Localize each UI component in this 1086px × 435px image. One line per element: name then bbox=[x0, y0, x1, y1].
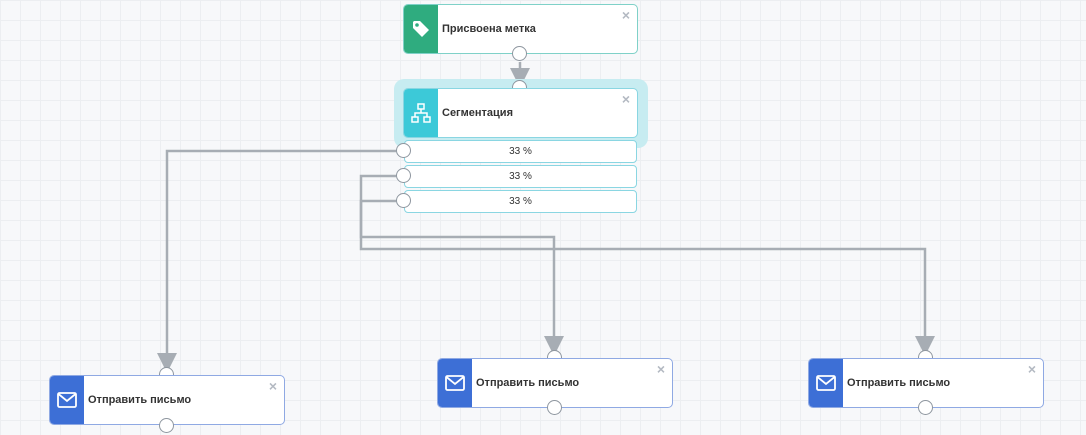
mail-3-output-port[interactable] bbox=[918, 400, 933, 415]
close-icon[interactable]: × bbox=[621, 91, 630, 107]
envelope-icon-box bbox=[50, 376, 84, 424]
send-email-node[interactable]: Отправить письмо × bbox=[808, 358, 1044, 408]
send-email-node[interactable]: Отправить письмо × bbox=[437, 358, 673, 408]
node-title: Присвоена метка bbox=[442, 23, 536, 35]
node-title: Отправить письмо bbox=[847, 377, 951, 389]
segment-branch-3[interactable]: 33 % bbox=[404, 190, 637, 213]
tag-icon-box bbox=[404, 5, 438, 53]
node-title: Отправить письмо bbox=[88, 394, 192, 406]
node-title: Сегментация bbox=[442, 107, 513, 119]
tag-assigned-node[interactable]: Присвоена метка × bbox=[403, 4, 638, 54]
mail-2-output-port[interactable] bbox=[547, 400, 562, 415]
close-icon[interactable]: × bbox=[656, 361, 665, 377]
connector-branch1-to-mail1 bbox=[157, 149, 396, 373]
segment-branch-1[interactable]: 33 % bbox=[404, 140, 637, 163]
close-icon[interactable]: × bbox=[1027, 361, 1036, 377]
connector-branch3-to-mail3 bbox=[359, 199, 935, 356]
mail-1-output-port[interactable] bbox=[159, 418, 174, 433]
envelope-icon-box bbox=[809, 359, 843, 407]
envelope-icon bbox=[57, 392, 77, 408]
segmentation-icon-box bbox=[404, 89, 438, 137]
segmentation-node[interactable]: Сегментация × bbox=[403, 88, 638, 138]
node-title: Отправить письмо bbox=[476, 377, 580, 389]
branch-3-output-port[interactable] bbox=[396, 193, 411, 208]
branch-2-output-port[interactable] bbox=[396, 168, 411, 183]
close-icon[interactable]: × bbox=[268, 378, 277, 394]
envelope-icon bbox=[816, 375, 836, 391]
tag-output-port[interactable] bbox=[512, 46, 527, 61]
envelope-icon bbox=[445, 375, 465, 391]
branch-1-output-port[interactable] bbox=[396, 143, 411, 158]
segmentation-icon bbox=[411, 103, 431, 123]
envelope-icon-box bbox=[438, 359, 472, 407]
tag-icon bbox=[413, 21, 429, 37]
close-icon[interactable]: × bbox=[621, 7, 630, 23]
segment-branch-2[interactable]: 33 % bbox=[404, 165, 637, 188]
